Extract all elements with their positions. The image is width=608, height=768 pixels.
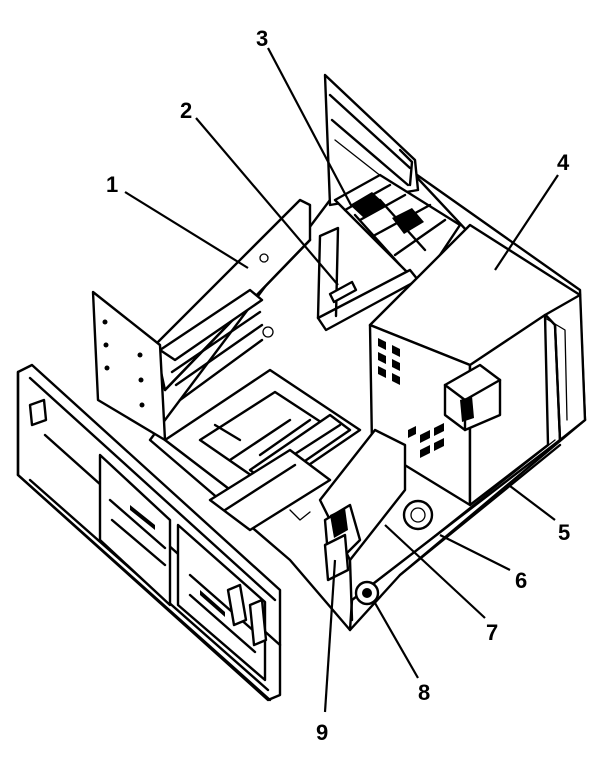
front-latch-assembly: [318, 428, 407, 622]
vent-slots: [378, 338, 444, 458]
front-bezel: [16, 363, 282, 702]
leader-1: [124, 191, 249, 269]
leader-4: [494, 174, 559, 271]
callout-3: 3: [256, 26, 268, 51]
fan: [402, 499, 434, 531]
callout-7: 7: [486, 620, 498, 645]
callout-4: 4: [557, 150, 570, 175]
leader-7: [384, 524, 486, 619]
callout-1: 1: [106, 172, 118, 197]
callout-labels: 1 2 3 4 5 6 7 8 9: [106, 26, 570, 745]
left-side-plate: [91, 290, 167, 442]
leader-lines: [124, 47, 559, 713]
callout-8: 8: [418, 680, 430, 705]
callout-6: 6: [515, 568, 527, 593]
leader-2: [195, 117, 339, 286]
leader-5: [509, 485, 556, 521]
callout-9: 9: [316, 720, 328, 745]
leader-6: [439, 534, 511, 571]
callout-2: 2: [180, 98, 192, 123]
leader-8: [374, 602, 419, 679]
riser-card-cage: [153, 198, 312, 402]
leader-9: [323, 559, 337, 713]
internal-drive-tray: [163, 368, 362, 532]
speaker-knob: [354, 580, 380, 606]
callout-5: 5: [558, 520, 570, 545]
leader-3: [267, 47, 353, 208]
power-supply: [368, 223, 582, 507]
